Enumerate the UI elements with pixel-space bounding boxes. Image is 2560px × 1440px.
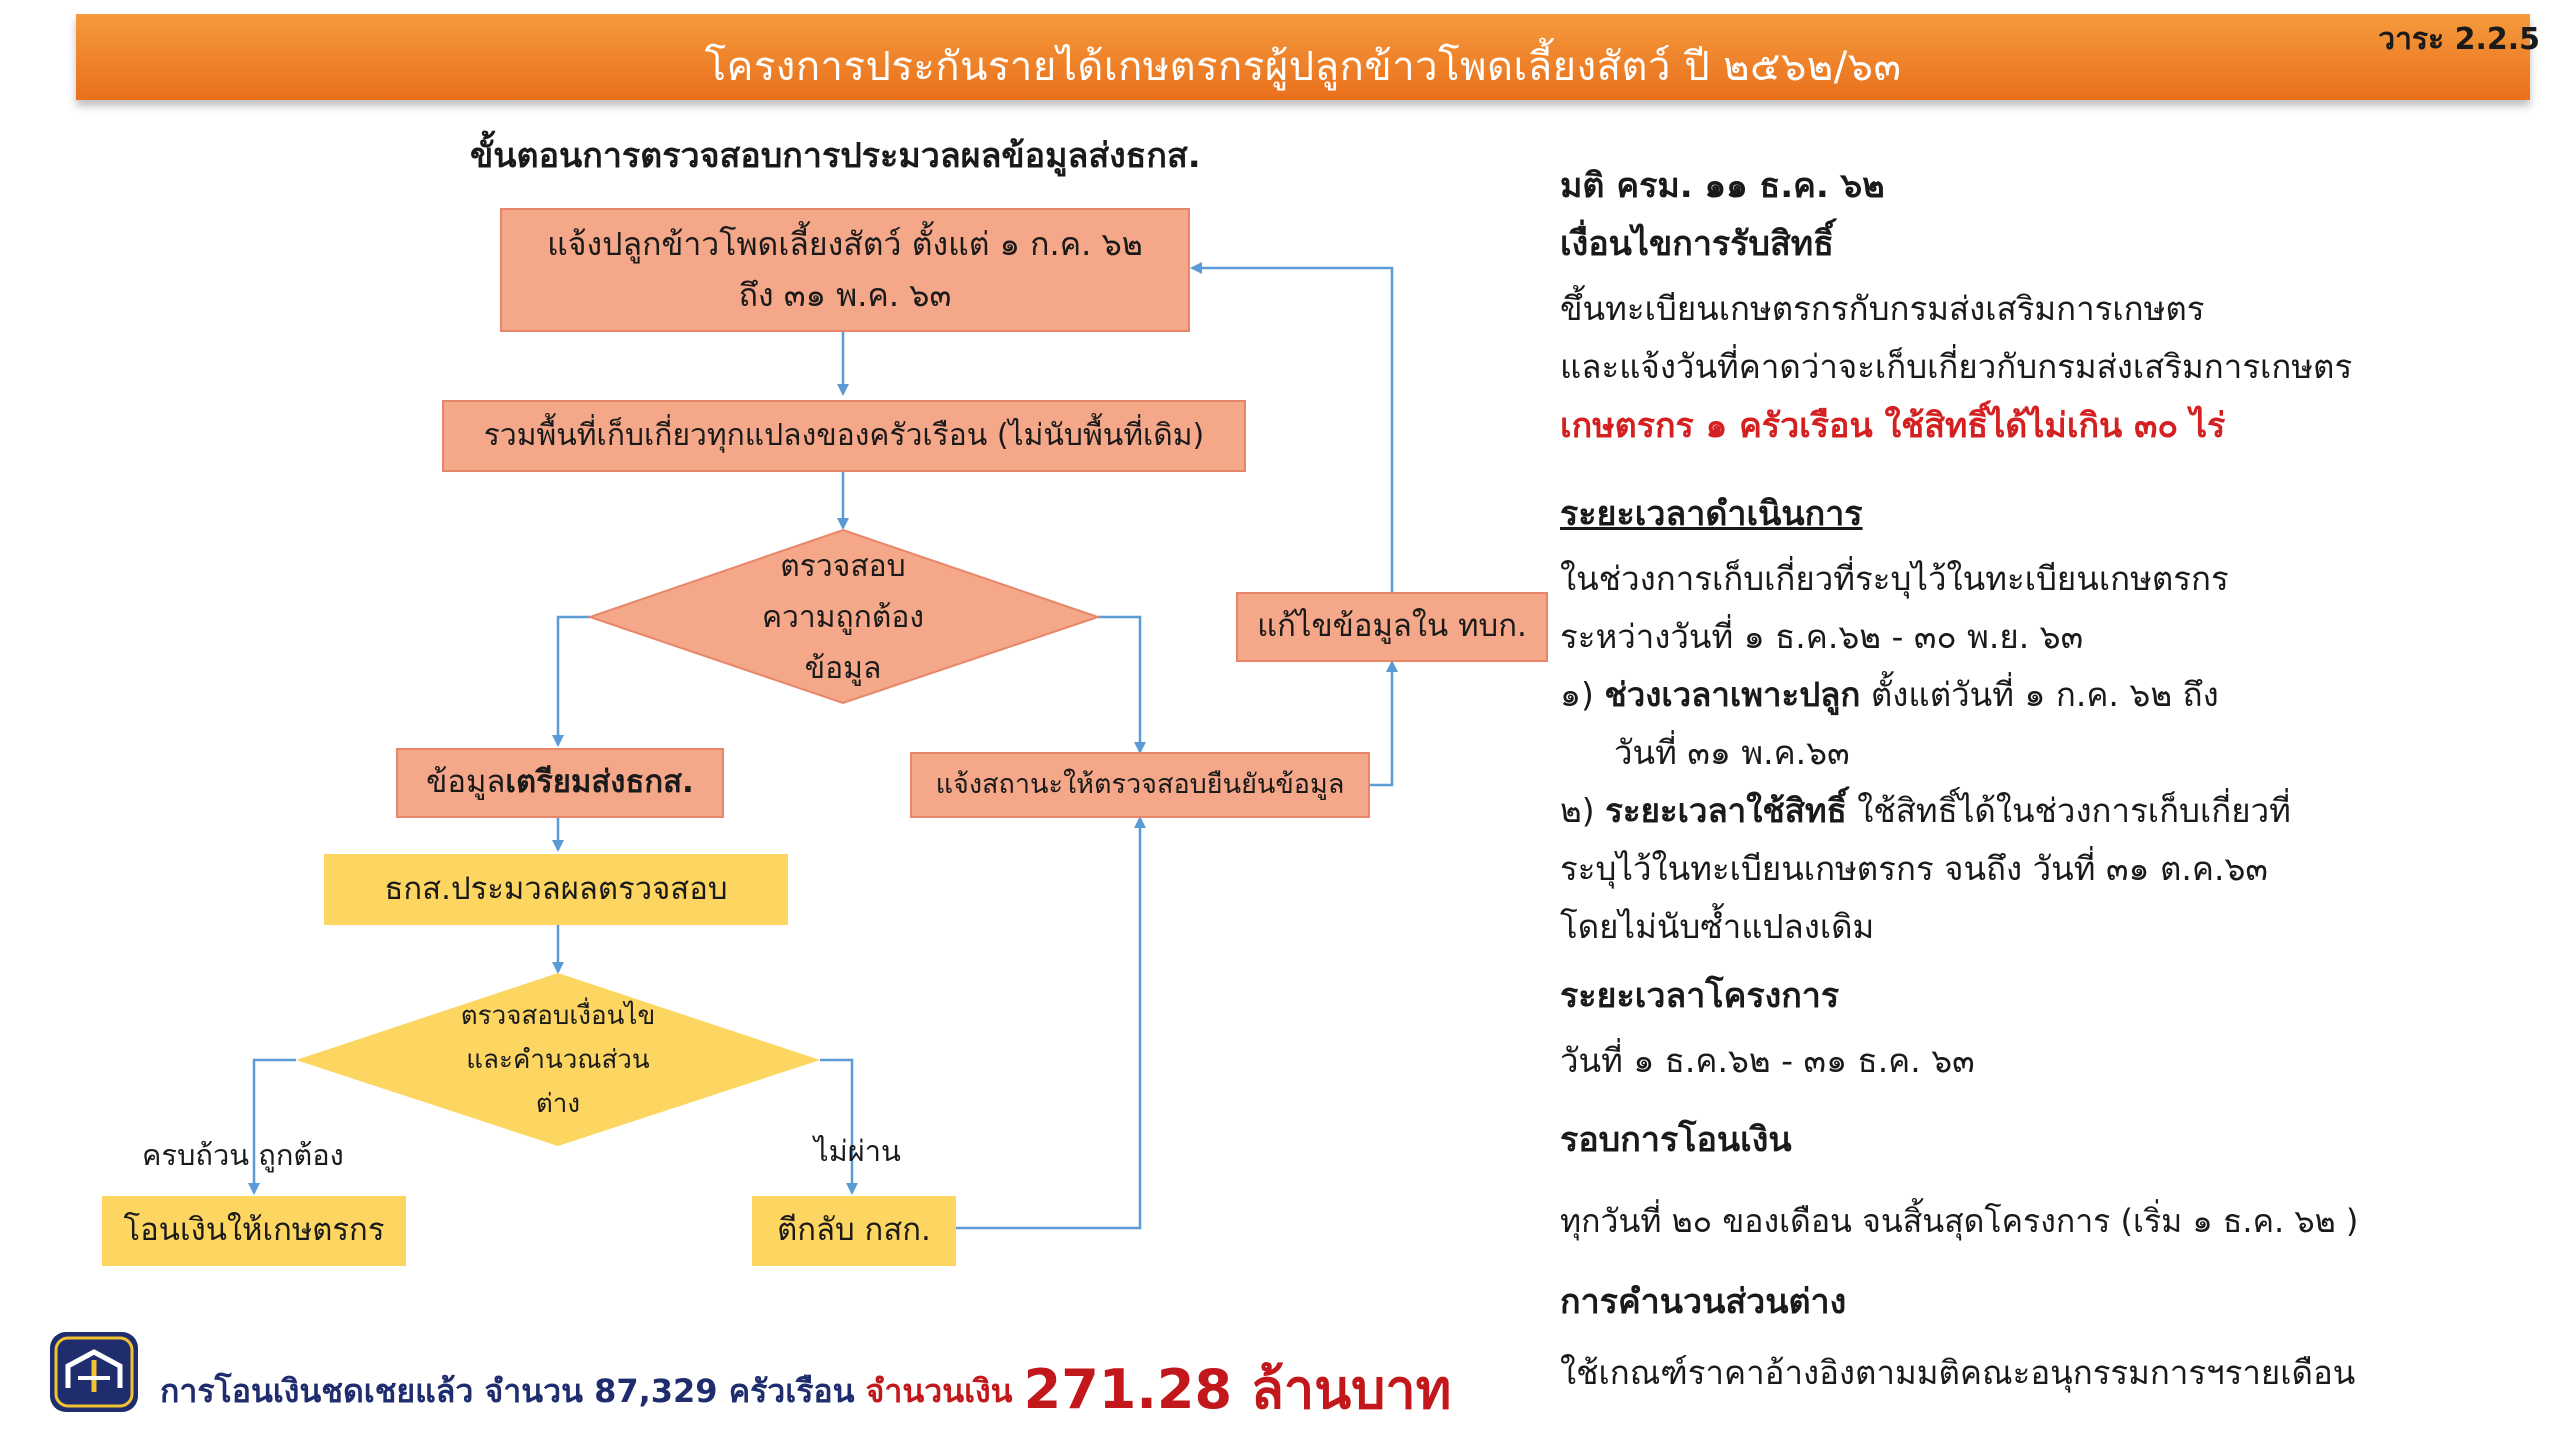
fix-data-text: แก้ไขข้อมูลใน ทบก. — [1257, 608, 1527, 645]
footer-amount: 271.28 ล้านบาท — [1023, 1358, 1452, 1421]
return-box: ตีกลับ กสก. — [752, 1196, 956, 1266]
prepare-prefix: ข้อมูล — [426, 764, 506, 801]
label-pass: ครบถ้วน ถูกต้อง — [142, 1138, 344, 1172]
item2-bold: ระยะเวลาใช้สิทธิ์ — [1605, 791, 1847, 830]
footer-summary: การโอนเงินชดเชยแล้ว จำนวน 87,329 ครัวเรื… — [160, 1340, 1451, 1426]
check-accuracy-diamond — [586, 528, 1102, 705]
step-register-box: แจ้งปลูกข้าวโพดเลี้ยงสัตว์ ตั้งแต่ ๑ ก.ค… — [500, 208, 1190, 332]
transfer-text: โอนเงินให้เกษตรกร — [123, 1212, 385, 1249]
check-conditions-diamond — [296, 973, 820, 1146]
baac-process-text: ธกส.ประมวลผลตรวจสอบ — [384, 870, 728, 907]
item1-bold: ช่วงเวลาเพาะปลูก — [1604, 675, 1861, 714]
item1-number: ๑) — [1560, 675, 1594, 714]
prepare-box: ข้อมูลเตรียมส่งธกส. — [396, 748, 724, 818]
step-area-box: รวมพื้นที่เก็บเกี่ยวทุกแปลงของครัวเรือน … — [442, 400, 1246, 472]
step-register-line2: ถึง ๓๑ พ.ค. ๖๓ — [738, 276, 952, 314]
item1-rest: ตั้งแต่วันที่ ๑ ก.ค. ๖๒ ถึง — [1870, 675, 2219, 714]
check-conditions-line1: ตรวจสอบเงื่อนไข — [460, 1000, 656, 1031]
item2-number: ๒) — [1560, 791, 1595, 830]
check-accuracy-line1: ตรวจสอบ — [780, 548, 906, 584]
item2-rest: ใช้สิทธิ์ได้ในช่วงการเก็บเกี่ยวที่ — [1857, 791, 2291, 830]
check-conditions-line2: และคำนวณส่วน — [466, 1044, 650, 1075]
transfer-heading: รอบการโอนเงิน — [1560, 1120, 1792, 1160]
fix-data-box: แก้ไขข้อมูลใน ทบก. — [1236, 592, 1548, 662]
check-accuracy-line3: ข้อมูล — [804, 650, 882, 686]
operation-item2: ๒) ระยะเวลาใช้สิทธิ์ ใช้สิทธิ์ได้ในช่วงก… — [1560, 784, 2291, 837]
operation-item1-line2: วันที่ ๓๑ พ.ค.๖๓ — [1614, 733, 1850, 772]
return-text: ตีกลับ กสก. — [777, 1212, 931, 1249]
transfer-box: โอนเงินให้เกษตรกร — [102, 1196, 406, 1266]
footer-amount-label: จำนวนเงิน — [865, 1372, 1013, 1410]
conditions-highlight: เกษตรกร ๑ ครัวเรือน ใช้สิทธิ์ได้ไม่เกิน … — [1560, 406, 2226, 446]
step-register-line1: แจ้งปลูกข้าวโพดเลี้ยงสัตว์ ตั้งแต่ ๑ ก.ค… — [547, 224, 1143, 263]
flowchart-title: ขั้นตอนการตรวจสอบการประมวลผลข้อมูลส่งธกส… — [470, 136, 1201, 176]
conditions-line2: และแจ้งวันที่คาดว่าจะเก็บเกี่ยวกับกรมส่ง… — [1560, 347, 2353, 386]
operation-item2-line3: โดยไม่นับซ้ำแปลงเดิม — [1560, 907, 1875, 946]
operation-line1: ในช่วงการเก็บเกี่ยวที่ระบุไว้ในทะเบียนเก… — [1560, 559, 2229, 598]
flowchart-arrows — [248, 262, 1398, 1230]
step-area-text: รวมพื้นที่เก็บเกี่ยวทุกแปลงของครัวเรือน … — [483, 418, 1205, 453]
footer-text: การโอนเงินชดเชยแล้ว จำนวน 87,329 ครัวเรื… — [160, 1372, 855, 1410]
project-heading: ระยะเวลาโครงการ — [1560, 976, 1840, 1016]
check-conditions-label: ตรวจสอบเงื่อนไข และคำนวณส่วน ต่าง — [400, 990, 716, 1130]
baac-logo-icon — [50, 1332, 138, 1412]
notify-status-text: แจ้งสถานะให้ตรวจสอบยืนยันข้อมูล — [935, 769, 1345, 801]
check-accuracy-label: ตรวจสอบ ความถูกต้อง ข้อมูล — [690, 540, 996, 694]
transfer-text: ทุกวันที่ ๒๐ ของเดือน จนสิ้นสุดโครงการ (… — [1560, 1202, 2359, 1240]
operation-line2: ระหว่างวันที่ ๑ ธ.ค.๖๒ - ๓๐ พ.ย. ๖๓ — [1560, 617, 2084, 656]
prepare-bold: เตรียมส่งธกส. — [505, 764, 694, 801]
operation-item1: ๑) ช่วงเวลาเพาะปลูก ตั้งแต่วันที่ ๑ ก.ค.… — [1560, 668, 2219, 721]
check-conditions-line3: ต่าง — [535, 1089, 581, 1120]
calc-heading: การคำนวนส่วนต่าง — [1560, 1282, 1847, 1322]
notify-status-box: แจ้งสถานะให้ตรวจสอบยืนยันข้อมูล — [910, 752, 1370, 818]
resolution: มติ ครม. ๑๑ ธ.ค. ๖๒ — [1560, 166, 1885, 206]
calc-text: ใช้เกณฑ์ราคาอ้างอิงตามมติคณะอนุกรรมการฯร… — [1560, 1353, 2356, 1392]
conditions-line1: ขึ้นทะเบียนเกษตรกรกับกรมส่งเสริมการเกษตร — [1560, 289, 2205, 328]
project-period: วันที่ ๑ ธ.ค.๖๒ - ๓๑ ธ.ค. ๖๓ — [1560, 1041, 1975, 1080]
conditions-heading: เงื่อนไขการรับสิทธิ์ — [1560, 224, 1834, 264]
agenda-number: วาระ 2.2.5 — [2378, 22, 2540, 57]
check-accuracy-line2: ความถูกต้อง — [761, 599, 924, 635]
operation-heading: ระยะเวลาดำเนินการ — [1560, 494, 1863, 534]
header-banner: โครงการประกันรายได้เกษตรกรผู้ปลูกข้าวโพด… — [76, 14, 2530, 100]
baac-process-box: ธกส.ประมวลผลตรวจสอบ — [324, 854, 788, 925]
page-title: โครงการประกันรายได้เกษตรกรผู้ปลูกข้าวโพด… — [704, 44, 1902, 90]
operation-item2-line2: ระบุไว้ในทะเบียนเกษตรกร จนถึง วันที่ ๓๑ … — [1560, 849, 2268, 888]
label-fail: ไม่ผ่าน — [814, 1134, 901, 1168]
